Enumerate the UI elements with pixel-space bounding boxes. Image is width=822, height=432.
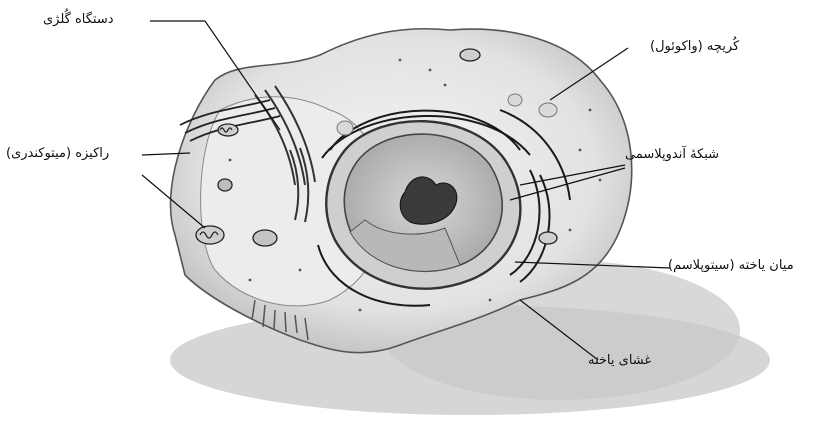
label-membrane: غشای یاخته xyxy=(588,353,651,369)
nucleus xyxy=(326,121,520,289)
label-cytoplasm: میان یاخته (سیتوپلاسم) xyxy=(668,258,794,274)
label-golgi: دستگاه گُلژی xyxy=(43,12,114,28)
label-er: شبکهٔ آندوپلاسمی xyxy=(625,147,719,163)
label-mitochondria: راکیزه (میتوکندری) xyxy=(6,146,109,162)
label-vacuole: کُریچه (واکوئول) xyxy=(650,39,739,55)
